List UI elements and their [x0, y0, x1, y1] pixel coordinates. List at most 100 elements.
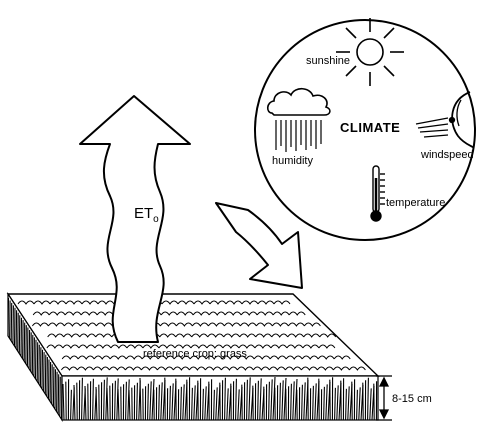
grass-tuft — [207, 333, 225, 338]
grass-tuft — [285, 355, 303, 360]
grass-tuft — [190, 344, 208, 349]
grass-blade — [12, 305, 14, 344]
grass-tuft — [32, 311, 50, 316]
grass-tuft — [47, 333, 65, 338]
grass-blades-left — [7, 297, 63, 420]
grass-tuft — [288, 311, 306, 316]
grass-tuft — [96, 311, 114, 316]
grass-tuft — [140, 366, 158, 371]
grass-blade — [116, 378, 119, 421]
grass-tuft — [255, 322, 273, 327]
grass-blade — [180, 386, 182, 421]
grass-tuft — [204, 366, 222, 371]
grass-blade — [272, 376, 276, 421]
grass-blade — [62, 383, 65, 421]
grass-blade — [60, 379, 63, 420]
grass-tuft — [161, 300, 179, 305]
grass-tuft — [63, 322, 81, 327]
grass-blade — [59, 376, 61, 417]
grass-tuft — [191, 322, 209, 327]
grass-tuft — [257, 300, 275, 305]
grass-tuft — [271, 333, 289, 338]
grass-tuft — [254, 344, 272, 349]
grass-tuft — [189, 355, 207, 360]
grass-tuft — [208, 311, 226, 316]
climate-circle — [254, 19, 476, 241]
grass-blade — [345, 388, 347, 421]
grass-tuft — [47, 322, 65, 327]
grass-tuft — [62, 344, 80, 349]
grass-tuft — [77, 355, 95, 360]
grass-tuft — [193, 300, 211, 305]
reference-crop-label: reference crop: grass — [143, 348, 247, 360]
grass-blade — [127, 379, 130, 421]
grass-blade — [103, 379, 105, 421]
grass-blade — [28, 329, 31, 369]
grass-tuft — [269, 355, 287, 360]
grass-blade — [43, 352, 45, 392]
grass-blade — [39, 347, 42, 387]
grass-blade — [38, 344, 40, 384]
crop-height-label: 8-15 cm — [392, 393, 432, 405]
grass-blade — [215, 387, 218, 421]
grass-blade — [314, 383, 317, 421]
grass-blade — [237, 389, 240, 421]
grass-tuft — [93, 355, 111, 360]
grass-tuft — [302, 344, 320, 349]
grass-tuft — [333, 355, 351, 360]
grass-blade — [36, 342, 39, 382]
grass-tuft — [175, 333, 193, 338]
grass-blade — [10, 302, 13, 342]
grass-blade — [46, 356, 48, 397]
grass-tuft — [256, 311, 274, 316]
arrow-up-icon — [79, 95, 191, 343]
grass-tuft — [176, 311, 194, 316]
climate-label: CLIMATE — [340, 120, 400, 135]
grass-tuft — [79, 333, 97, 338]
grass-blade — [158, 384, 160, 421]
grass-tuft — [174, 344, 192, 349]
grass-tuft — [94, 344, 112, 349]
grass-tuft — [239, 333, 257, 338]
grass-tuft — [222, 344, 240, 349]
grass-blade — [283, 377, 287, 421]
grass-tufts — [17, 300, 366, 371]
wind-icon — [415, 91, 475, 149]
grass-tuft — [273, 300, 291, 305]
grass-blade — [149, 381, 152, 421]
grass-tuft — [92, 366, 110, 371]
grass-tuft — [205, 355, 223, 360]
grass-tuft — [209, 300, 227, 305]
grass-blade — [73, 384, 76, 421]
grass-tuft — [239, 322, 257, 327]
grass-blade — [369, 388, 372, 421]
grass-tuft — [207, 322, 225, 327]
grass-tuft — [191, 333, 209, 338]
grass-blade — [248, 377, 251, 421]
grass-tuft — [300, 366, 318, 371]
grass-tuft — [109, 355, 127, 360]
temperature-label: temperature — [386, 197, 445, 209]
grass-blade — [257, 380, 259, 421]
grass-tuft — [236, 366, 254, 371]
grass-tuft — [271, 322, 289, 327]
grass-blade — [347, 386, 350, 421]
grass-blade — [54, 369, 57, 410]
grass-tuft — [220, 366, 238, 371]
grass-tuft — [252, 366, 270, 371]
grass-blade — [18, 315, 21, 354]
grass-tuft — [46, 344, 64, 349]
grass-tuft — [238, 344, 256, 349]
grass-tuft — [156, 366, 174, 371]
grass-blade — [84, 385, 87, 421]
grass-tuft — [192, 311, 210, 316]
grass-blade — [22, 320, 24, 359]
grass-blade — [136, 382, 138, 421]
grass-blade — [70, 389, 72, 421]
grass-blade — [270, 379, 273, 421]
grass-tuft — [172, 366, 190, 371]
grass-tuft — [126, 344, 144, 349]
grass-blade — [268, 381, 270, 421]
grass-tuft — [141, 355, 159, 360]
